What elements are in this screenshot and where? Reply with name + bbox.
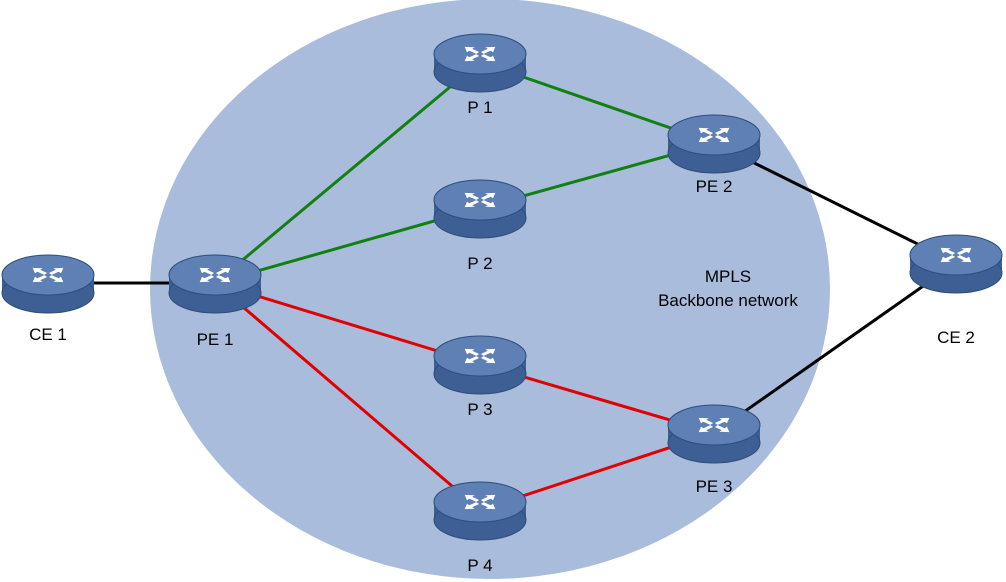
router-p1: P 1 xyxy=(433,33,527,117)
router-icon xyxy=(433,335,527,395)
router-icon xyxy=(1,254,95,314)
router-pe2: PE 2 xyxy=(667,114,761,196)
router-pe3: PE 3 xyxy=(667,404,761,496)
router-label-p3: P 3 xyxy=(467,400,492,419)
nodes-layer: CE 1 PE 1 P 1 P 2 P 3 P 4 PE 2 PE 3 CE 2 xyxy=(1,33,1003,575)
router-label-p4: P 4 xyxy=(467,556,492,575)
link-pe1-p4 xyxy=(214,281,481,512)
router-pe1: PE 1 xyxy=(168,254,262,349)
mpls-backbone-cloud xyxy=(150,0,830,579)
router-label-pe1: PE 1 xyxy=(197,330,234,349)
router-label-pe2: PE 2 xyxy=(696,177,733,196)
router-icon xyxy=(168,254,262,314)
router-icon xyxy=(433,33,527,93)
network-label-line2: Backbone network xyxy=(658,291,798,310)
router-p2: P 2 xyxy=(433,179,527,273)
router-label-ce1: CE 1 xyxy=(29,325,67,344)
router-ce1: CE 1 xyxy=(1,254,95,344)
link-pe3-ce2 xyxy=(713,261,957,435)
link-pe1-p1 xyxy=(214,60,481,285)
network-label-line1: MPLS xyxy=(705,267,751,286)
router-label-p1: P 1 xyxy=(467,98,492,117)
router-p4: P 4 xyxy=(433,481,527,575)
router-icon xyxy=(909,234,1003,294)
router-icon xyxy=(433,179,527,239)
router-label-pe3: PE 3 xyxy=(696,477,733,496)
router-label-ce2: CE 2 xyxy=(937,328,975,347)
router-icon xyxy=(667,404,761,464)
router-icon xyxy=(433,481,527,541)
router-icon xyxy=(667,114,761,174)
router-ce2: CE 2 xyxy=(909,234,1003,347)
router-label-p2: P 2 xyxy=(467,254,492,273)
router-p3: P 3 xyxy=(433,335,527,419)
